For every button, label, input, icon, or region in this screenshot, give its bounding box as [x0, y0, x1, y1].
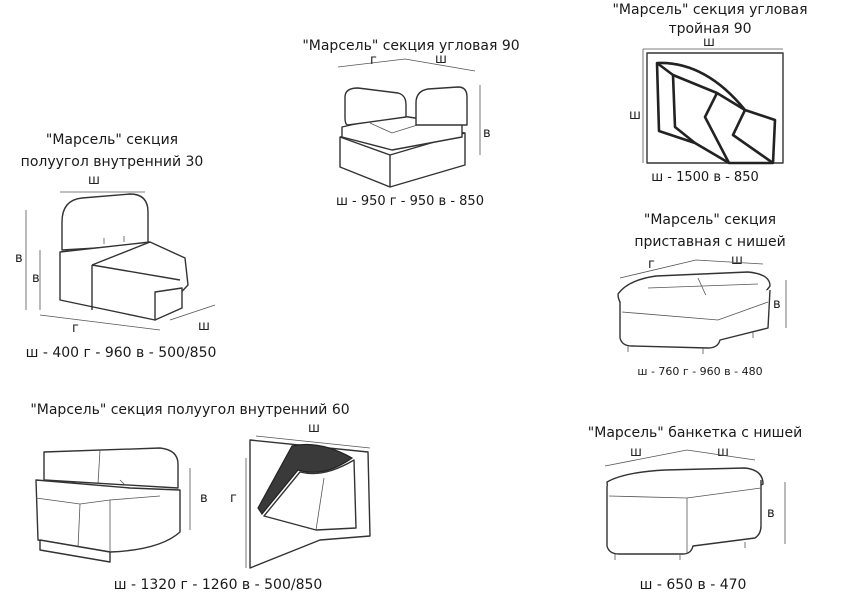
triple-corner-title-line1: "Марсель" секция угловая [612, 2, 808, 18]
half-corner-30-title-line2: полуугол внутренний 30 [20, 154, 204, 170]
attached-niche-label-g: г [648, 257, 655, 272]
half-corner-30-drawing: ш в в г ш [15, 173, 216, 336]
half-corner-30-label-sh-top: ш [88, 173, 100, 188]
triple-corner-drawing: ш ш [629, 35, 784, 165]
attached-niche-title-line1: "Марсель" секция [643, 212, 777, 228]
banquette-dims: ш - 650 в - 470 [639, 577, 747, 593]
half-corner-30-label-sh-bottom: ш [198, 319, 210, 334]
attached-niche-label-sh: ш [731, 253, 743, 268]
attached-niche-label-v: в [773, 297, 781, 312]
triple-corner-dims: ш - 1500 в - 850 [651, 170, 759, 185]
corner-90-drawing: г ш в [337, 52, 491, 188]
half-corner-60-title: "Марсель" секция полуугол внутренний 60 [30, 402, 350, 418]
half-corner-60-top-drawing: ш г [230, 421, 371, 569]
half-corner-30-label-g: г [72, 321, 79, 336]
banquette-label-v: в [767, 506, 775, 521]
attached-niche-title-line2: приставная с нишей [634, 234, 786, 250]
half-corner-30-title-line1: "Марсель" секция [45, 132, 179, 148]
corner-90-title: "Марсель" секция угловая 90 [302, 38, 520, 54]
triple-corner-label-sh-left: ш [629, 108, 641, 123]
corner-90-label-v: в [483, 126, 491, 141]
corner-90-dims: ш - 950 г - 950 в - 850 [336, 194, 484, 209]
half-corner-30-dims: ш - 400 г - 960 в - 500/850 [25, 345, 217, 361]
half-corner-30-label-v-outer: в [15, 251, 23, 266]
corner-90-label-g: г [370, 53, 377, 68]
half-corner-60-label-sh: ш [308, 421, 320, 436]
triple-corner-label-sh-top: ш [703, 35, 715, 50]
banquette-title: "Марсель" банкетка с нишей [587, 425, 803, 441]
half-corner-60-label-g: г [230, 491, 237, 506]
banquette-drawing: ш ш в [604, 445, 786, 560]
banquette-label-sh-left: ш [630, 445, 642, 460]
attached-niche-dims: ш - 760 г - 960 в - 480 [637, 365, 763, 378]
corner-90-label-sh: ш [435, 52, 447, 67]
half-corner-60-dims: ш - 1320 г - 1260 в - 500/850 [113, 577, 323, 593]
banquette-label-sh-right: ш [717, 445, 729, 460]
triple-corner-title-line2: тройная 90 [668, 21, 752, 37]
attached-niche-drawing: г ш в [617, 253, 787, 354]
half-corner-60-sofa-drawing: в [35, 447, 208, 563]
half-corner-30-label-v-inner: в [32, 271, 40, 286]
half-corner-60-label-v: в [200, 491, 208, 506]
